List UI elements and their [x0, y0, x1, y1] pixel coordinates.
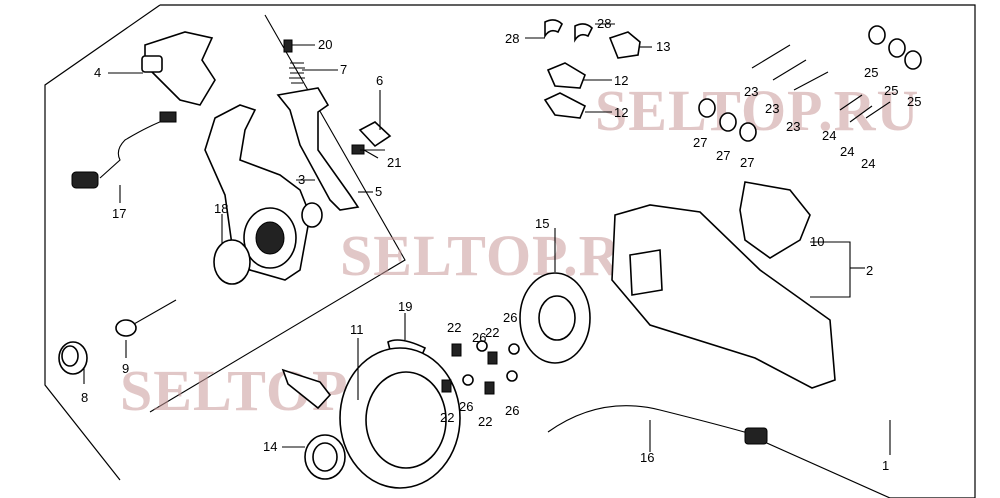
- fasteners-22-26: [441, 340, 520, 395]
- callout-8: 8: [81, 390, 88, 405]
- callout-23-b: 23: [765, 101, 779, 116]
- callout-28-a: 28: [505, 31, 519, 46]
- callout-26-d: 26: [505, 403, 519, 418]
- callout-14: 14: [263, 439, 277, 454]
- callout-6: 6: [376, 73, 383, 88]
- part-4-grip: [141, 31, 216, 106]
- callout-3: 3: [298, 172, 305, 187]
- watermark-middle: SELTOP.RU: [340, 223, 664, 288]
- part-7-spring: [289, 62, 305, 84]
- parts-23-25-27: [698, 25, 922, 142]
- callout-4: 4: [94, 65, 101, 80]
- callout-25-c: 25: [907, 94, 921, 109]
- parts-12-13-28: [543, 19, 641, 119]
- callout-22-c: 22: [440, 410, 454, 425]
- part-9-shaft: [115, 299, 177, 337]
- callout-13: 13: [656, 39, 670, 54]
- callout-5: 5: [375, 184, 382, 199]
- callout-27-c: 27: [740, 155, 754, 170]
- callout-7: 7: [340, 62, 347, 77]
- callout-24-a: 24: [822, 128, 836, 143]
- part-11-drum: [339, 347, 461, 489]
- callout-15: 15: [535, 216, 549, 231]
- callout-18: 18: [214, 201, 228, 216]
- part-8-cap: [58, 341, 88, 375]
- leader-lines: [83, 23, 891, 455]
- callout-26-a: 26: [472, 330, 486, 345]
- callout-17: 17: [112, 206, 126, 221]
- callout-12-b: 12: [614, 105, 628, 120]
- callout-11: 11: [350, 322, 364, 337]
- callout-12-a: 12: [614, 73, 628, 88]
- callout-27-b: 27: [716, 148, 730, 163]
- part-18-ring: [213, 239, 251, 285]
- part-14-ring: [304, 434, 346, 480]
- callout-22-a: 22: [447, 320, 461, 335]
- callout-2: 2: [866, 263, 873, 278]
- callout-23-c: 23: [786, 119, 800, 134]
- callout-26-c: 26: [459, 399, 473, 414]
- part-3-lever: [204, 104, 323, 281]
- callout-9: 9: [122, 361, 129, 376]
- callout-26-b: 26: [503, 310, 517, 325]
- callout-16: 16: [640, 450, 654, 465]
- callout-24-b: 24: [840, 144, 854, 159]
- part-6-clip: [358, 121, 392, 148]
- callout-25-b: 25: [884, 83, 898, 98]
- part-21-bolt: [351, 144, 379, 159]
- part-5-bracket: [276, 87, 360, 211]
- part-shim: [281, 368, 332, 410]
- callout-10: 10: [810, 234, 824, 249]
- callout-20: 20: [318, 37, 332, 52]
- callout-23-a: 23: [744, 84, 758, 99]
- part-17-harness: [71, 111, 177, 189]
- part-16-cable: [547, 405, 768, 445]
- callout-27-a: 27: [693, 135, 707, 150]
- callout-1: 1: [882, 458, 889, 473]
- assembly-frame: [44, 4, 976, 498]
- part-10-gasket: [739, 181, 811, 259]
- part-20-screw: [283, 39, 293, 53]
- part-2-housing: [611, 204, 836, 389]
- callout-19: 19: [398, 299, 412, 314]
- callout-28-b: 28: [597, 16, 611, 31]
- callout-24-c: 24: [861, 156, 875, 171]
- callout-21: 21: [387, 155, 401, 170]
- callout-25-a: 25: [864, 65, 878, 80]
- callout-22-b: 22: [485, 325, 499, 340]
- callout-22-d: 22: [478, 414, 492, 429]
- part-15-disc: [519, 272, 591, 364]
- callout-labels: 1 2 3 4 5 6 7 8 9 10 11 12 12 13 14 15 1…: [81, 16, 921, 473]
